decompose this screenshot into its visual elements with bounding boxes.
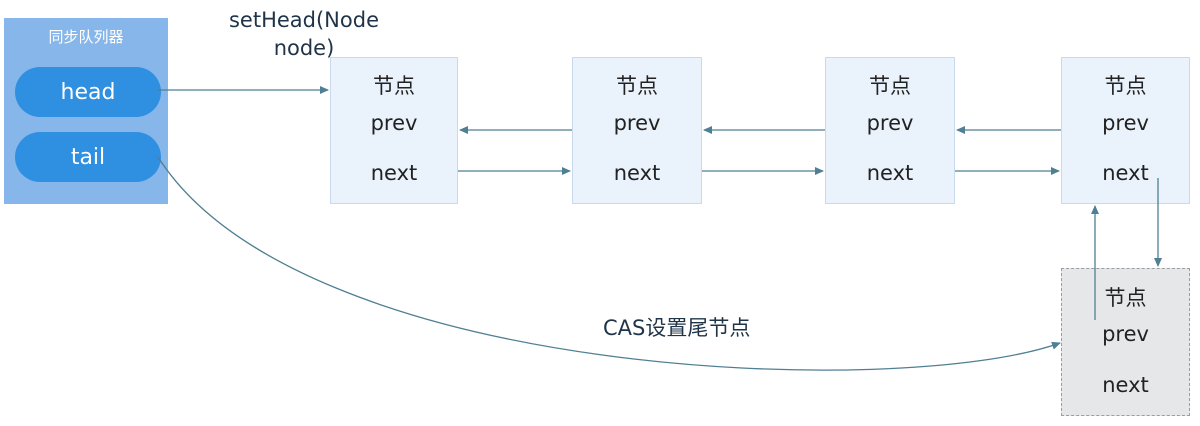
sync-queue-panel: 同步队列器 head tail <box>4 18 168 204</box>
node-prev: prev <box>613 111 661 135</box>
cas-set-tail-label: CAS设置尾节点 <box>603 316 751 340</box>
node-prev: prev <box>1102 322 1149 346</box>
node-next: next <box>866 161 914 185</box>
new-tail-node: 节点 prev next <box>1061 268 1190 416</box>
set-head-label: setHead(Node node) <box>228 8 379 60</box>
head-pointer: head <box>15 67 161 117</box>
node-prev: prev <box>1102 111 1149 135</box>
node-next: next <box>613 161 661 185</box>
queue-node-2: 节点 prev next <box>572 57 702 204</box>
node-next: next <box>1102 373 1149 397</box>
sync-queue-title: 同步队列器 <box>48 28 124 46</box>
node-next: next <box>370 161 418 185</box>
node-next: next <box>1102 161 1149 185</box>
queue-node-3: 节点 prev next <box>825 57 955 204</box>
node-prev: prev <box>370 111 418 135</box>
tail-cas-curve-arrow <box>157 156 1061 371</box>
queue-node-4: 节点 prev next <box>1061 57 1190 204</box>
tail-pointer: tail <box>15 132 161 182</box>
node-title: 节点 <box>869 74 911 98</box>
node-title: 节点 <box>1104 286 1147 310</box>
queue-node-1: 节点 prev next <box>330 57 458 204</box>
node-title: 节点 <box>616 74 658 98</box>
node-prev: prev <box>866 111 914 135</box>
node-title: 节点 <box>1104 74 1147 98</box>
node-title: 节点 <box>373 74 415 98</box>
